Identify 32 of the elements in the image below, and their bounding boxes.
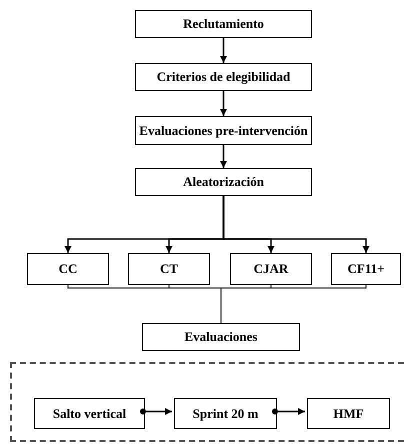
box-label: Reclutamiento	[183, 16, 264, 32]
arrow	[220, 145, 227, 168]
box-label: CT	[160, 261, 178, 277]
box-label: Evaluaciones	[184, 329, 258, 345]
box-label: Salto vertical	[52, 406, 126, 422]
process-box	[135, 10, 312, 38]
process-box	[331, 253, 401, 285]
box-label: Evaluaciones pre-intervención	[139, 122, 308, 138]
process-box	[135, 63, 312, 91]
process-box	[34, 398, 145, 429]
process-box	[174, 398, 277, 429]
box-label: Criterios de elegibilidad	[156, 69, 290, 85]
box-label: CF11+	[347, 261, 385, 277]
arrow	[140, 408, 172, 415]
process-box	[27, 253, 109, 285]
connector-line	[220, 284, 366, 324]
process-box	[135, 116, 312, 145]
box-label: Aleatorización	[183, 174, 264, 190]
process-box	[135, 168, 312, 196]
arrow	[272, 408, 305, 415]
process-box	[307, 398, 390, 429]
arrow	[220, 91, 227, 116]
process-box	[142, 323, 300, 351]
box-label: Sprint 20 m	[192, 406, 258, 422]
process-box	[128, 253, 210, 285]
arrow	[220, 38, 227, 63]
box-label: HMF	[333, 406, 364, 422]
process-box	[230, 253, 312, 285]
dashed-group-frame	[10, 362, 404, 442]
arrow	[222, 196, 370, 253]
box-label: CC	[58, 261, 78, 277]
box-label: CJAR	[254, 261, 288, 277]
